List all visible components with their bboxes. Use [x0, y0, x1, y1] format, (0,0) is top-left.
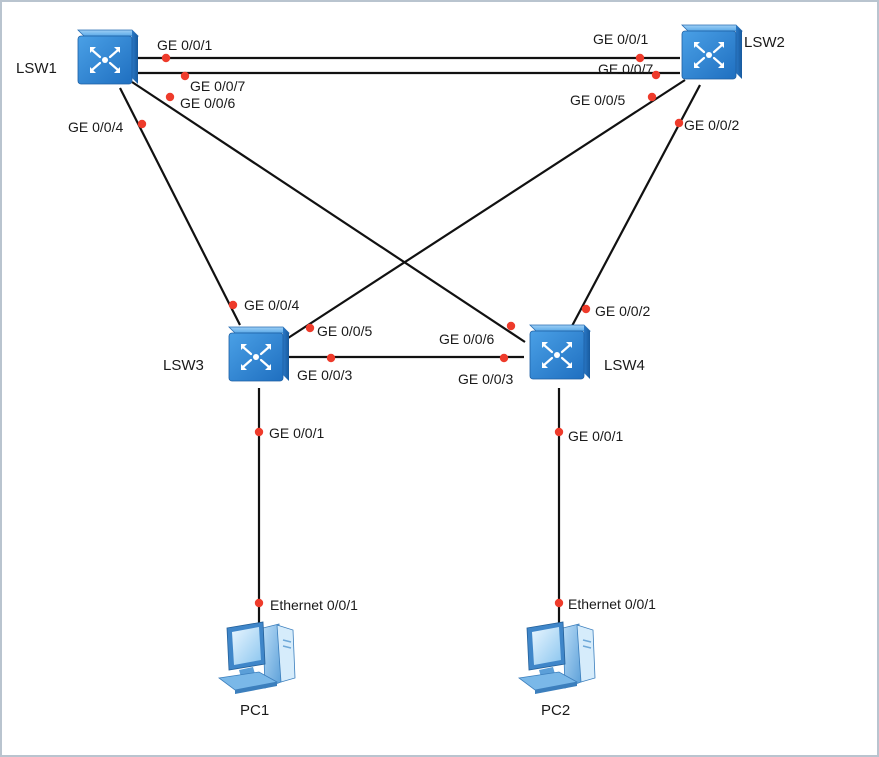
port-label-lsw4-ge002: GE 0/0/2: [595, 303, 650, 319]
port-label-lsw4-ge006: GE 0/0/6: [439, 331, 494, 347]
port-dot: [161, 53, 171, 63]
port-dot: [326, 353, 336, 363]
port-dot: [674, 118, 684, 128]
port-dot: [554, 598, 564, 608]
port-label-lsw3-ge004: GE 0/0/4: [244, 297, 299, 313]
port-dot: [506, 321, 516, 331]
port-label-lsw1-ge004: GE 0/0/4: [68, 119, 123, 135]
port-dot: [165, 92, 175, 102]
port-label-lsw3-ge003: GE 0/0/3: [297, 367, 352, 383]
device-label-lsw3: LSW3: [163, 357, 204, 374]
port-label-lsw2-ge007: GE 0/0/7: [598, 61, 653, 77]
port-dot: [647, 92, 657, 102]
pc-pc2[interactable]: [518, 621, 596, 695]
port-dot: [180, 71, 190, 81]
switch-icon[interactable]: [227, 325, 291, 383]
switch-icon[interactable]: [76, 28, 140, 86]
port-label-lsw2-ge005: GE 0/0/5: [570, 92, 625, 108]
port-dot: [554, 427, 564, 437]
links: [119, 56, 701, 626]
switch-lsw1[interactable]: [76, 28, 140, 86]
device-label-lsw1: LSW1: [16, 60, 57, 77]
port-label-lsw1-ge007: GE 0/0/7: [190, 78, 245, 94]
port-label-lsw2-ge002: GE 0/0/2: [684, 117, 739, 133]
link-lsw2-lsw3[interactable]: [284, 79, 686, 341]
port-labels: GE 0/0/1 GE 0/0/1 GE 0/0/7 GE 0/0/7 GE 0…: [68, 31, 739, 613]
port-dot: [137, 119, 147, 129]
port-dots: [137, 53, 684, 608]
switch-lsw4[interactable]: [528, 323, 592, 381]
device-label-pc2: PC2: [541, 702, 570, 719]
port-dot: [228, 300, 238, 310]
switch-lsw3[interactable]: [227, 325, 291, 383]
link-lsw1-lsw4[interactable]: [131, 81, 526, 343]
port-dot: [305, 323, 315, 333]
port-label-lsw3-ge001: GE 0/0/1: [269, 425, 324, 441]
device-label-lsw2: LSW2: [744, 34, 785, 51]
device-label-pc1: PC1: [240, 702, 269, 719]
port-dot: [254, 427, 264, 437]
switch-icon[interactable]: [528, 323, 592, 381]
switch-lsw2[interactable]: [680, 23, 744, 81]
port-label-lsw1-ge006: GE 0/0/6: [180, 95, 235, 111]
port-label-lsw4-ge003: GE 0/0/3: [458, 371, 513, 387]
port-dot: [651, 70, 661, 80]
port-label-lsw2-ge001: GE 0/0/1: [593, 31, 648, 47]
port-dot: [499, 353, 509, 363]
pc-icon[interactable]: [218, 621, 296, 695]
pc-icon[interactable]: [518, 621, 596, 695]
port-label-pc1-ethernet001: Ethernet 0/0/1: [270, 597, 358, 613]
device-label-lsw4: LSW4: [604, 357, 645, 374]
port-label-lsw3-ge005: GE 0/0/5: [317, 323, 372, 339]
pc-pc1[interactable]: [218, 621, 296, 695]
port-label-lsw4-ge001: GE 0/0/1: [568, 428, 623, 444]
port-label-lsw1-ge001: GE 0/0/1: [157, 37, 212, 53]
port-dot: [581, 304, 591, 314]
port-dot: [254, 598, 264, 608]
switch-icon[interactable]: [680, 23, 744, 81]
port-dot: [635, 53, 645, 63]
port-label-pc2-ethernet001: Ethernet 0/0/1: [568, 596, 656, 612]
